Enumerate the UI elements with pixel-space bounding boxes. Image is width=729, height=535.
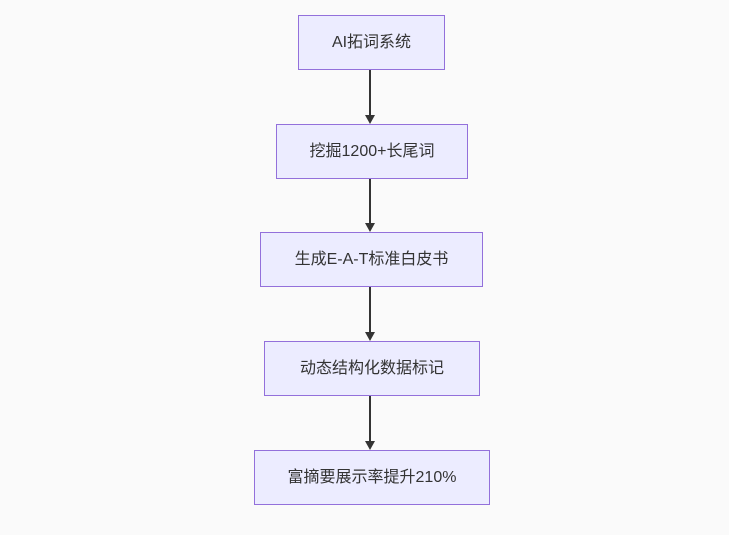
arrow-line [369,287,371,333]
arrow-line [369,396,371,442]
arrow-line [369,179,371,224]
flow-node-eat-whitepaper: 生成E-A-T标准白皮书 [260,232,483,287]
flow-node-structured-data-markup: 动态结构化数据标记 [264,341,480,396]
flow-node-rich-snippet-result: 富摘要展示率提升210% [254,450,490,505]
arrowhead-down-icon [365,223,375,232]
arrowhead-down-icon [365,441,375,450]
arrowhead-down-icon [365,332,375,341]
arrowhead-down-icon [365,115,375,124]
arrow-line [369,70,371,116]
flow-node-ai-keyword-system: AI拓词系统 [298,15,445,70]
flow-node-longtail-mining: 挖掘1200+长尾词 [276,124,468,179]
